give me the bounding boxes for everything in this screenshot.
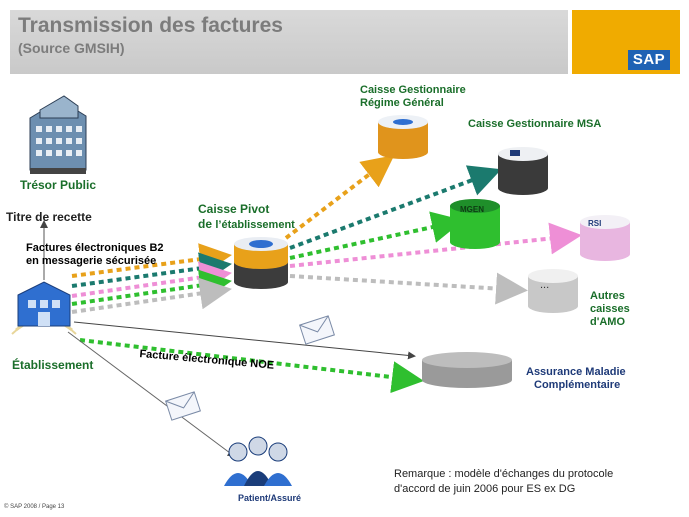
factures-b2-label-2: en messagerie sécurisée bbox=[26, 255, 157, 267]
flows-from-pivot bbox=[284, 155, 582, 305]
arrow-to-patient bbox=[67, 331, 236, 458]
envelope-icon-patient bbox=[165, 391, 201, 421]
flows-to-pivot bbox=[71, 243, 232, 314]
rsi-database-icon bbox=[580, 215, 630, 261]
autres-caisses-database-icon bbox=[528, 269, 578, 313]
page-subtitle: (Source GMSIH) bbox=[18, 40, 125, 56]
title-band bbox=[10, 10, 568, 74]
caisse-regime-label-2: Régime Général bbox=[360, 97, 444, 109]
footer: © SAP 2008 / Page 13 bbox=[4, 504, 65, 510]
autres-label-2: caisses bbox=[590, 303, 630, 315]
assurance-label-2: Complémentaire bbox=[534, 379, 621, 391]
etablissement-label: Établissement bbox=[12, 358, 94, 372]
caisse-pivot-de: de bbox=[198, 217, 213, 231]
caisse-pivot-etablissement: l’établissement bbox=[215, 219, 295, 231]
tresor-building-icon bbox=[29, 95, 87, 174]
factures-b2-label-1: Factures électroniques B2 bbox=[26, 242, 164, 254]
caisse-pivot-label-2: de l’établissement bbox=[198, 217, 295, 233]
page-title: Transmission des factures bbox=[18, 14, 283, 37]
envelope-icon-noe bbox=[299, 315, 335, 345]
autres-dots: ... bbox=[540, 279, 549, 291]
assurance-label-1: Assurance Maladie bbox=[526, 366, 626, 378]
rsi-label: RSI bbox=[588, 219, 601, 228]
remark-line-1: Remarque : modèle d'échanges du protocol… bbox=[394, 468, 614, 480]
assurance-database-icon bbox=[422, 352, 512, 388]
hospital-icon bbox=[11, 281, 77, 335]
regime-general-database-icon bbox=[378, 115, 428, 159]
arrow-to-assurance bbox=[73, 321, 416, 360]
msa-database-icon bbox=[498, 147, 548, 195]
patient-label: Patient/Assuré bbox=[238, 493, 302, 503]
autres-label-1: Autres bbox=[590, 290, 625, 302]
mgen-label: MGEN bbox=[460, 205, 484, 214]
caisse-msa-label: Caisse Gestionnaire MSA bbox=[468, 118, 602, 130]
caisse-pivot-label-1: Caisse Pivot bbox=[198, 202, 270, 216]
sap-logo: SAP bbox=[628, 50, 670, 70]
flow-noe bbox=[79, 338, 424, 394]
mgen-database-icon bbox=[450, 199, 500, 249]
people-icon bbox=[224, 436, 292, 486]
remark-line-2: d'accord de juin 2006 pour ES ex DG bbox=[394, 483, 576, 495]
autres-label-3: d'AMO bbox=[590, 316, 625, 328]
tresor-label: Trésor Public bbox=[20, 178, 97, 192]
caisse-regime-label-1: Caisse Gestionnaire bbox=[360, 84, 466, 96]
caisse-pivot-database-icon bbox=[234, 237, 288, 289]
titre-recette-label: Titre de recette bbox=[6, 210, 92, 224]
remark: Remarque : modèle d'échanges du protocol… bbox=[394, 467, 613, 497]
